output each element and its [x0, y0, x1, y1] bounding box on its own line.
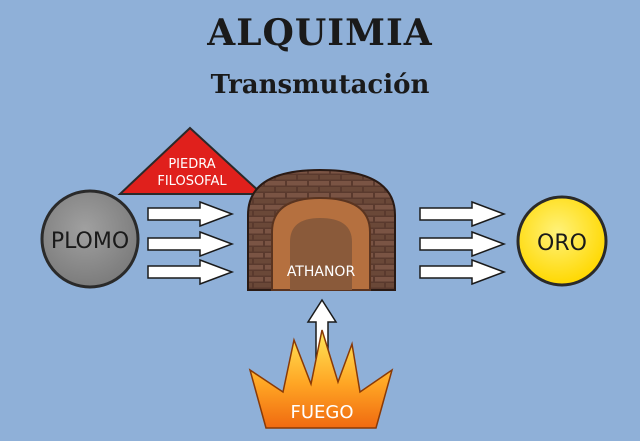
output-arrow-2: [419, 230, 507, 258]
fire: FUEGO: [248, 329, 394, 429]
stone-label-line2: FILOSOFAL: [157, 174, 227, 189]
furnace-chamber: [290, 218, 352, 290]
input-arrow-1: [147, 200, 235, 228]
fire-flames: [248, 329, 394, 429]
athanor-furnace: ATHANOR: [247, 168, 396, 291]
output-arrow-3: [419, 258, 507, 286]
input-arrow-2: [147, 230, 235, 258]
input-arrows: [147, 200, 235, 286]
lead-label: PLOMO: [51, 229, 129, 254]
fire-label: FUEGO: [290, 402, 353, 423]
diagram-title: ALQUIMIA: [207, 12, 433, 54]
stone-label-line1: PIEDRA: [168, 157, 215, 172]
diagram-subtitle: Transmutación: [210, 70, 430, 100]
output-arrows: [419, 200, 507, 286]
gold-label: ORO: [537, 231, 587, 256]
stone-triangle: [117, 126, 265, 195]
output-arrow-1: [419, 200, 507, 228]
gold-node: ORO: [516, 195, 608, 287]
gold-circle: [516, 195, 608, 287]
philosophers-stone: PIEDRA FILOSOFAL: [117, 126, 265, 195]
lead-node: PLOMO: [40, 189, 140, 289]
lead-circle: [40, 189, 140, 289]
furnace-label: ATHANOR: [287, 264, 356, 280]
input-arrow-3: [147, 258, 235, 286]
